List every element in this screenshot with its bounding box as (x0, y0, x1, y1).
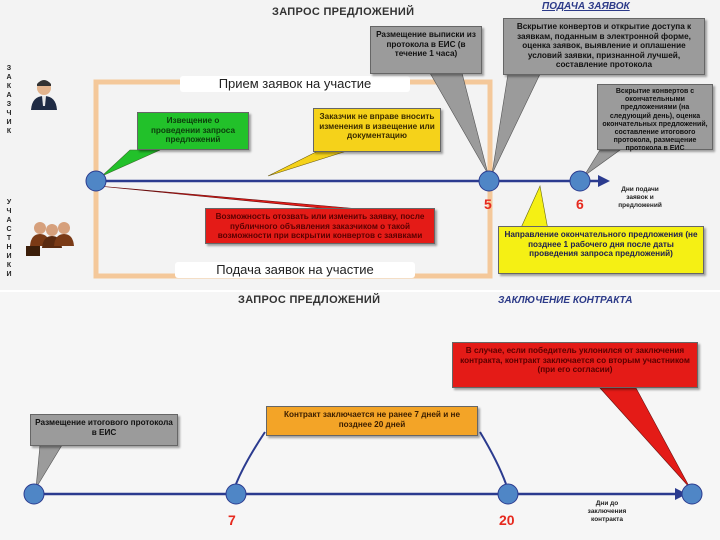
bottom-node-start (23, 483, 45, 505)
bottom-mark-7: 7 (228, 512, 236, 528)
notice-callout: Извещение о проведении запроса предложен… (137, 112, 249, 150)
final-opening-callout: Вскрытие конвертов с окончательными пред… (597, 84, 713, 152)
top-diagram-graphics (26, 72, 621, 279)
participants-group-icon (26, 222, 74, 256)
customer-person-icon (31, 80, 57, 110)
contract-term-callout: Контракт заключается не ранее 7 дней и н… (266, 406, 478, 436)
top-mark-5: 5 (484, 196, 492, 212)
final-offer-pointer (519, 185, 549, 231)
bottom-node-20 (497, 483, 519, 505)
top-title: ЗАПРОС ПРЕДЛОЖЕНИЙ (272, 6, 415, 18)
participants-label: У Ч А С Т Н И К И (6, 199, 12, 278)
final-opening-pointer (583, 149, 621, 177)
bottom-mark-20: 20 (499, 512, 515, 528)
winner-evades-pointer (599, 387, 691, 489)
top-node-6 (569, 170, 591, 192)
bottom-node-end (681, 483, 703, 505)
no-changes-callout: Заказчик не вправе вносить изменения в и… (313, 108, 441, 152)
bottom-title: ЗАПРОС ПРЕДЛОЖЕНИЙ (238, 294, 381, 306)
customer-label: З А К А З Ч И К (6, 65, 12, 135)
no-changes-pointer (267, 149, 351, 177)
contract-term-left-curve (235, 431, 266, 485)
top-mark-6: 6 (576, 196, 584, 212)
receive-banner: Прием заявок на участие (180, 76, 410, 92)
bottom-subtitle: ЗАКЛЮЧЕНИЕ КОНТРАКТА (498, 295, 633, 306)
bottom-panel: ЗАПРОС ПРЕДЛОЖЕНИЙ ЗАКЛЮЧЕНИЕ КОНТРАКТА … (0, 292, 720, 540)
top-timeline-arrow (598, 175, 610, 187)
bottom-timeline-arrow (675, 488, 687, 500)
bottom-deadline-text: Дни до заключения контракта (587, 500, 627, 523)
top-panel: ЗАПРОС ПРЕДЛОЖЕНИЙ ПОДАЧА ЗАЯВОК З А К А… (0, 0, 720, 290)
bottom-diagram-graphics (23, 387, 703, 505)
contract-term-right-curve (479, 431, 507, 485)
notice-pointer (101, 149, 161, 177)
final-offer-callout: Направление окончательного предложения (… (498, 226, 704, 274)
submit-banner: Подача заявок на участие (175, 262, 415, 278)
withdraw-callout: Возможность отозвать или изменить заявку… (205, 208, 435, 244)
top-node-5 (478, 170, 500, 192)
opening-pointer (491, 73, 541, 175)
bottom-node-7 (225, 483, 247, 505)
winner-evades-callout: В случае, если победитель уклонился от з… (452, 342, 698, 388)
extract-callout: Размещение выписки из протокола в ЕИС (в… (370, 26, 482, 74)
top-deadline-text: Дни подачи заявок и предложений (618, 186, 662, 209)
top-subtitle: ПОДАЧА ЗАЯВОК (542, 1, 630, 12)
top-node-start (85, 170, 107, 192)
opening-callout: Вскрытие конвертов и открытие доступа к … (503, 18, 705, 75)
withdraw-pointer (97, 185, 361, 210)
final-protocol-pointer (35, 444, 63, 489)
final-protocol-callout: Размещение итогового протокола в ЕИС (30, 414, 178, 446)
